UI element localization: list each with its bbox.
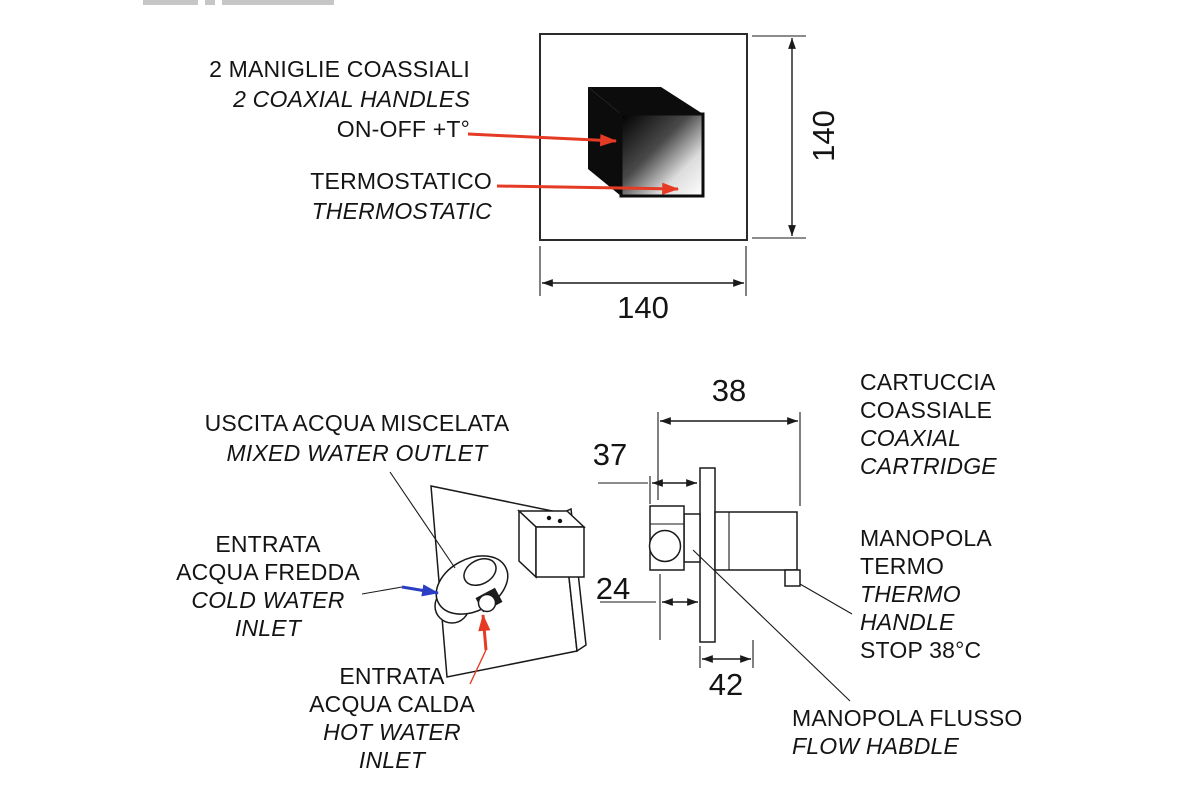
knob-screw-dot	[557, 518, 563, 524]
label-handles-it: 2 MANIGLIE COASSIALI	[209, 56, 470, 82]
label-cold-3: COLD WATER	[191, 587, 345, 613]
label-cold-1: ENTRATA	[215, 531, 321, 557]
front-view-drawing	[467, 33, 806, 296]
dim-37-value: 37	[592, 437, 628, 472]
label-hot-3: HOT WATER	[323, 719, 461, 745]
leader-thermo-handle	[799, 583, 853, 615]
hot-inlet-labels: ENTRATA ACQUA CALDA HOT WATER INLET	[309, 662, 475, 774]
label-mixed-outlet-it: USCITA ACQUA MISCELATA	[204, 410, 510, 436]
handle-cube-front-face	[619, 112, 705, 198]
label-on-off: ON-OFF +T°	[336, 116, 470, 142]
dim-24-value: 24	[595, 571, 631, 606]
label-cartridge-it-1: CARTUCCIA	[860, 369, 996, 395]
handle-cube-top-face	[588, 87, 703, 114]
label-mixed-outlet-en: MIXED WATER OUTLET	[226, 440, 488, 466]
side-view-drawing	[598, 412, 853, 702]
callout-arrow-handles	[467, 132, 618, 147]
dim-height-value: 140	[806, 110, 841, 162]
artifact-strip	[222, 0, 334, 5]
label-thermo-en-2: HANDLE	[860, 609, 955, 635]
label-cartridge-en-2: CARTRIDGE	[860, 453, 997, 479]
label-handles-en: 2 COAXIAL HANDLES	[233, 86, 470, 112]
leader-hot-inlet	[469, 649, 487, 685]
front-view-handle-labels: 2 MANIGLIE COASSIALI 2 COAXIAL HANDLES O…	[209, 54, 470, 144]
cold-inlet-labels: ENTRATA ACQUA FREDDA COLD WATER INLET	[176, 530, 360, 642]
cropped-text-artifact	[143, 0, 334, 5]
label-thermostatic-it: TERMOSTATICO	[310, 168, 492, 194]
label-thermo-stop: STOP 38°C	[860, 637, 982, 663]
label-hot-4: INLET	[358, 747, 426, 773]
label-thermo-it-2: TERMO	[860, 553, 945, 579]
side-thermo-stop-nub	[784, 569, 801, 587]
artifact-strip	[143, 0, 198, 5]
thermo-handle-labels: MANOPOLA TERMO THERMO HANDLE STOP 38°C	[860, 524, 992, 664]
front-view-thermostatic-labels: TERMOSTATICO THERMOSTATIC	[310, 166, 492, 226]
mixed-outlet-labels: USCITA ACQUA MISCELATA MIXED WATER OUTLE…	[205, 408, 510, 468]
knob-screw-dot	[546, 515, 552, 521]
label-thermostatic-en: THERMOSTATIC	[311, 198, 492, 224]
side-cartridge-body	[714, 511, 798, 571]
label-cartridge-en-1: COAXIAL	[860, 425, 962, 451]
label-cold-2: ACQUA FREDDA	[176, 559, 360, 585]
dim-width-value: 140	[617, 290, 669, 325]
label-thermo-it-1: MANOPOLA	[860, 525, 992, 551]
label-thermo-en-1: THERMO	[860, 581, 961, 607]
leader-flow-handle	[692, 549, 851, 702]
label-cold-4: INLET	[234, 615, 302, 641]
label-flow-en: FLOW HABDLE	[792, 733, 960, 759]
flow-handle-labels: MANOPOLA FLUSSO FLOW HABDLE	[792, 704, 1023, 760]
valve-hot-port	[477, 593, 497, 613]
cartridge-labels: CARTUCCIA COASSIALE COAXIAL CARTRIDGE	[860, 368, 997, 480]
leader-mixed-outlet	[389, 471, 456, 569]
label-hot-2: ACQUA CALDA	[309, 691, 475, 717]
callout-arrow-thermostatic	[496, 182, 680, 195]
side-plate	[699, 467, 716, 643]
hot-water-arrow	[478, 613, 491, 651]
label-flow-it: MANOPOLA FLUSSO	[792, 705, 1023, 731]
label-hot-1: ENTRATA	[339, 663, 445, 689]
perspective-view-drawing	[361, 471, 587, 685]
leader-cold-inlet	[361, 586, 403, 595]
artifact-strip	[205, 0, 215, 5]
valve-outlet-port	[463, 557, 497, 587]
side-handle-knob	[648, 529, 682, 563]
label-cartridge-it-2: COASSIALE	[860, 397, 993, 423]
dim-38-value: 38	[711, 373, 747, 408]
knob-cube-front-face	[535, 526, 585, 578]
dim-42-value: 42	[708, 667, 744, 702]
cold-water-arrow	[401, 584, 440, 597]
